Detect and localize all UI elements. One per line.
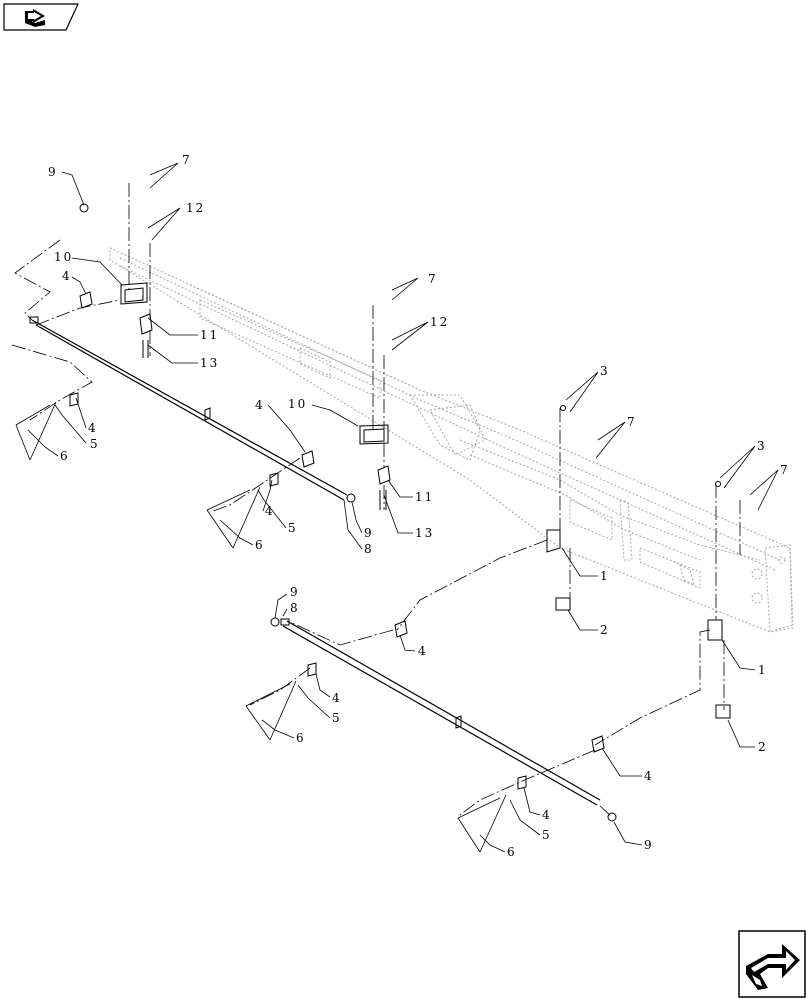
callout-label: 10 (54, 250, 73, 264)
callout-label: 7 (627, 415, 637, 429)
callout-label: 5 (288, 521, 298, 535)
callout-label: 5 (90, 437, 100, 451)
next-button[interactable] (738, 930, 806, 998)
callout-label: 3 (600, 364, 610, 378)
callout-label: 4 (418, 644, 428, 658)
callout-label: 4 (88, 421, 98, 435)
callout-label: 7 (182, 153, 192, 167)
callout-label: 7 (428, 272, 438, 286)
callout-label: 6 (60, 449, 70, 463)
arrow-back-icon (3, 3, 79, 31)
callout-label: 7 (780, 463, 790, 477)
callout-label: 9 (48, 165, 58, 179)
upper-mid-mount (301, 424, 391, 510)
callout-label: 10 (288, 397, 307, 411)
callout-label: 4 (255, 398, 265, 412)
callout-label: 1 (600, 569, 610, 583)
callout-labels: 7 12 9 10 4 11 13 4 5 6 7 12 4 10 11 13 … (48, 153, 790, 859)
callout-label: 12 (430, 315, 449, 329)
nozzle-fans (15, 401, 507, 853)
arrow-next-icon (738, 930, 806, 998)
phantom-lines (11, 183, 741, 818)
callout-label: 4 (265, 504, 275, 518)
callout-label: 11 (415, 490, 434, 504)
nozzle-clips (69, 392, 527, 790)
callout-label: 13 (415, 526, 434, 540)
callout-label: 4 (644, 769, 654, 783)
callout-leaders (27, 162, 779, 853)
callout-label: 6 (296, 731, 306, 745)
callout-label: 11 (200, 328, 219, 342)
callout-label: 4 (332, 691, 342, 705)
callout-label: 12 (186, 201, 205, 215)
callout-label: 9 (290, 585, 300, 599)
callout-label: 3 (757, 439, 767, 453)
back-button[interactable] (3, 3, 79, 31)
callout-label: 2 (600, 623, 610, 637)
callout-label: 5 (332, 711, 342, 725)
callout-label: 9 (644, 838, 654, 852)
callout-label: 2 (758, 740, 768, 754)
callout-label: 1 (758, 663, 768, 677)
callout-label: 6 (507, 845, 517, 859)
callout-label: 9 (364, 526, 374, 540)
callout-label: 6 (255, 538, 265, 552)
right-mounts (270, 405, 731, 822)
boom-frame (109, 247, 794, 633)
callout-label: 5 (542, 828, 552, 842)
callout-label: 4 (542, 808, 552, 822)
callout-label: 8 (364, 542, 374, 556)
spray-bars (29, 316, 601, 806)
callout-label: 4 (62, 269, 72, 283)
upper-left-mount (79, 203, 153, 358)
callout-label: 13 (200, 356, 219, 370)
callout-label: 8 (290, 601, 300, 615)
